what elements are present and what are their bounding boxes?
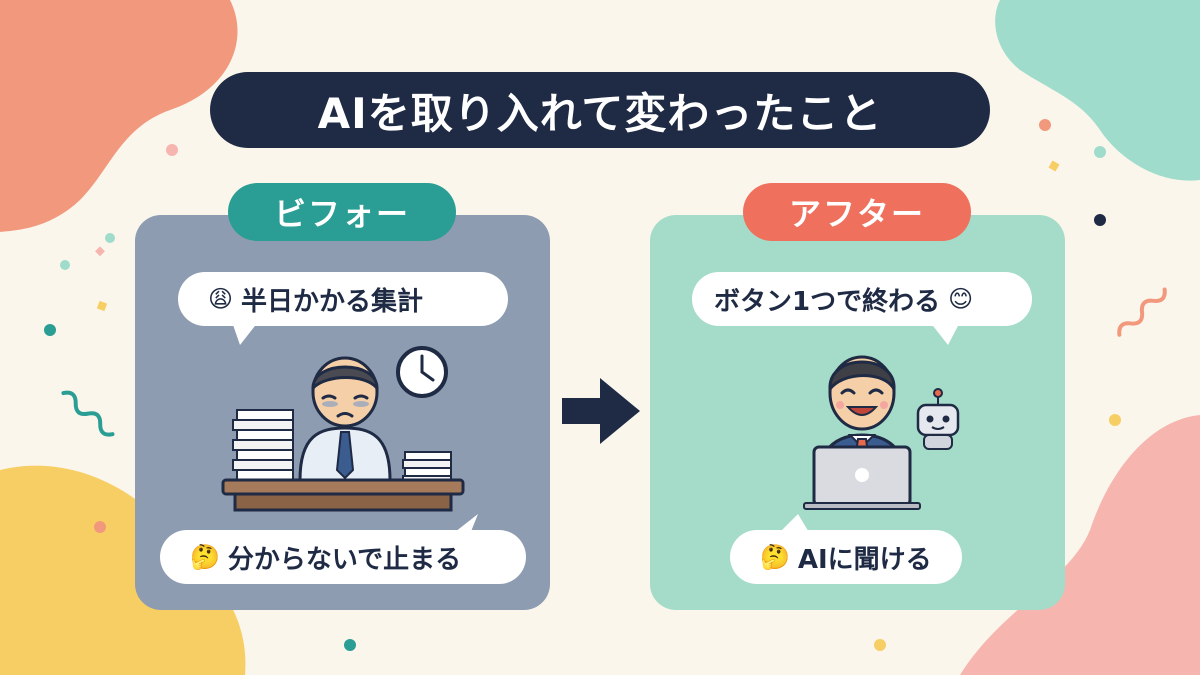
after-bubble-bottom: 🤔 AIに聞ける [730, 530, 962, 584]
blob-bottom-left [0, 465, 246, 675]
confetti-dot [874, 639, 886, 651]
confetti-square [1048, 160, 1060, 172]
happy-worker-illustration [803, 355, 960, 510]
confetti-square [95, 246, 105, 257]
confetti-dot [166, 144, 178, 156]
before-bubble-bottom: 🤔 分からないで止まる [160, 530, 526, 584]
clock-icon [396, 346, 448, 398]
robot-icon [916, 388, 960, 450]
confetti-squiggle [61, 390, 115, 437]
confetti-dot [94, 521, 106, 533]
after-tag: アフター [743, 183, 971, 241]
bubble-tail [780, 514, 810, 534]
thinking-face-icon: 🤔 [760, 543, 790, 571]
confetti-dot [1039, 119, 1051, 131]
confetti-dot [1109, 414, 1121, 426]
bubble-text: AIに聞ける [797, 544, 932, 575]
before-tag: ビフォー [228, 183, 456, 241]
confetti-squiggle [1117, 287, 1167, 337]
tired-worker-illustration [221, 346, 465, 512]
blob-top-left [0, 0, 238, 232]
bubble-tail [455, 514, 478, 534]
confetti-dot [60, 260, 70, 270]
bubble-text: 分からないで止まる [227, 544, 462, 575]
page-title: AIを取り入れて変わったこと [210, 72, 990, 148]
arrow-right-icon [562, 378, 640, 444]
confetti-dot [344, 639, 356, 651]
confetti-square [96, 300, 108, 312]
before-bubble-top: 😩 半日かかる集計 [178, 272, 508, 326]
confetti-dot [105, 233, 115, 243]
bubble-tail [930, 322, 960, 345]
bubble-tail [232, 322, 258, 345]
confetti-dot [1094, 146, 1106, 158]
laptop-icon [803, 445, 921, 510]
after-bubble-top: ボタン1つで終わる 😊 [692, 272, 1032, 326]
desk-icon [221, 478, 465, 512]
confetti-dot [1094, 214, 1106, 226]
weary-face-icon: 😩 [208, 285, 234, 313]
tired-person-icon [298, 356, 392, 482]
thinking-face-icon: 🤔 [190, 543, 220, 571]
confetti-dot [44, 324, 56, 336]
blob-bottom-right [960, 415, 1200, 675]
bubble-text: ボタン1つで終わる [714, 286, 941, 317]
paper-stack-icon [232, 409, 294, 481]
bubble-text: 半日かかる集計 [241, 286, 424, 317]
paper-stack-icon [402, 451, 452, 483]
blob-top-right [995, 0, 1200, 181]
smiling-face-icon: 😊 [948, 285, 974, 313]
